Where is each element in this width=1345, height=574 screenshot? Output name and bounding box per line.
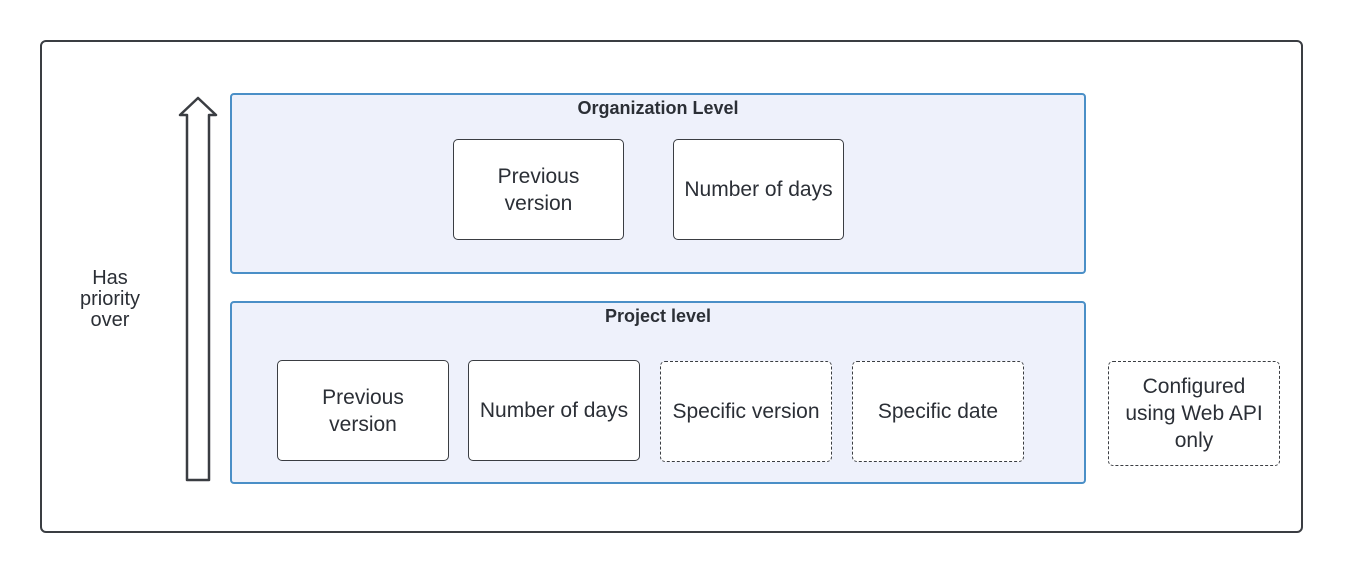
organization-level-box: Organization Level: [230, 93, 1086, 274]
project-level-title: Project level: [604, 306, 712, 326]
proj-number-of-days-card: Number of days: [468, 360, 640, 461]
proj-specific-date-label: Specific date: [877, 400, 999, 423]
web-api-note-label: Configured using Web API only: [1125, 375, 1263, 452]
proj-specific-date-card: Specific date: [852, 361, 1024, 462]
priority-label: Has priority over: [79, 267, 140, 331]
org-number-of-days-label: Number of days: [684, 178, 833, 201]
proj-previous-version-card: Previous version: [277, 360, 449, 461]
diagram-frame: [40, 40, 1303, 533]
proj-specific-version-label: Specific version: [672, 400, 820, 423]
org-previous-version-card: Previous version: [453, 139, 624, 240]
org-number-of-days-card: Number of days: [673, 139, 844, 240]
proj-specific-version-card: Specific version: [660, 361, 832, 462]
priority-arrow-icon: [178, 96, 218, 482]
web-api-note-card: Configured using Web API only: [1108, 361, 1280, 466]
organization-level-title: Organization Level: [577, 98, 739, 118]
org-previous-version-label: Previous version: [497, 164, 580, 215]
proj-previous-version-label: Previous version: [322, 385, 404, 436]
proj-number-of-days-label: Number of days: [479, 399, 629, 422]
